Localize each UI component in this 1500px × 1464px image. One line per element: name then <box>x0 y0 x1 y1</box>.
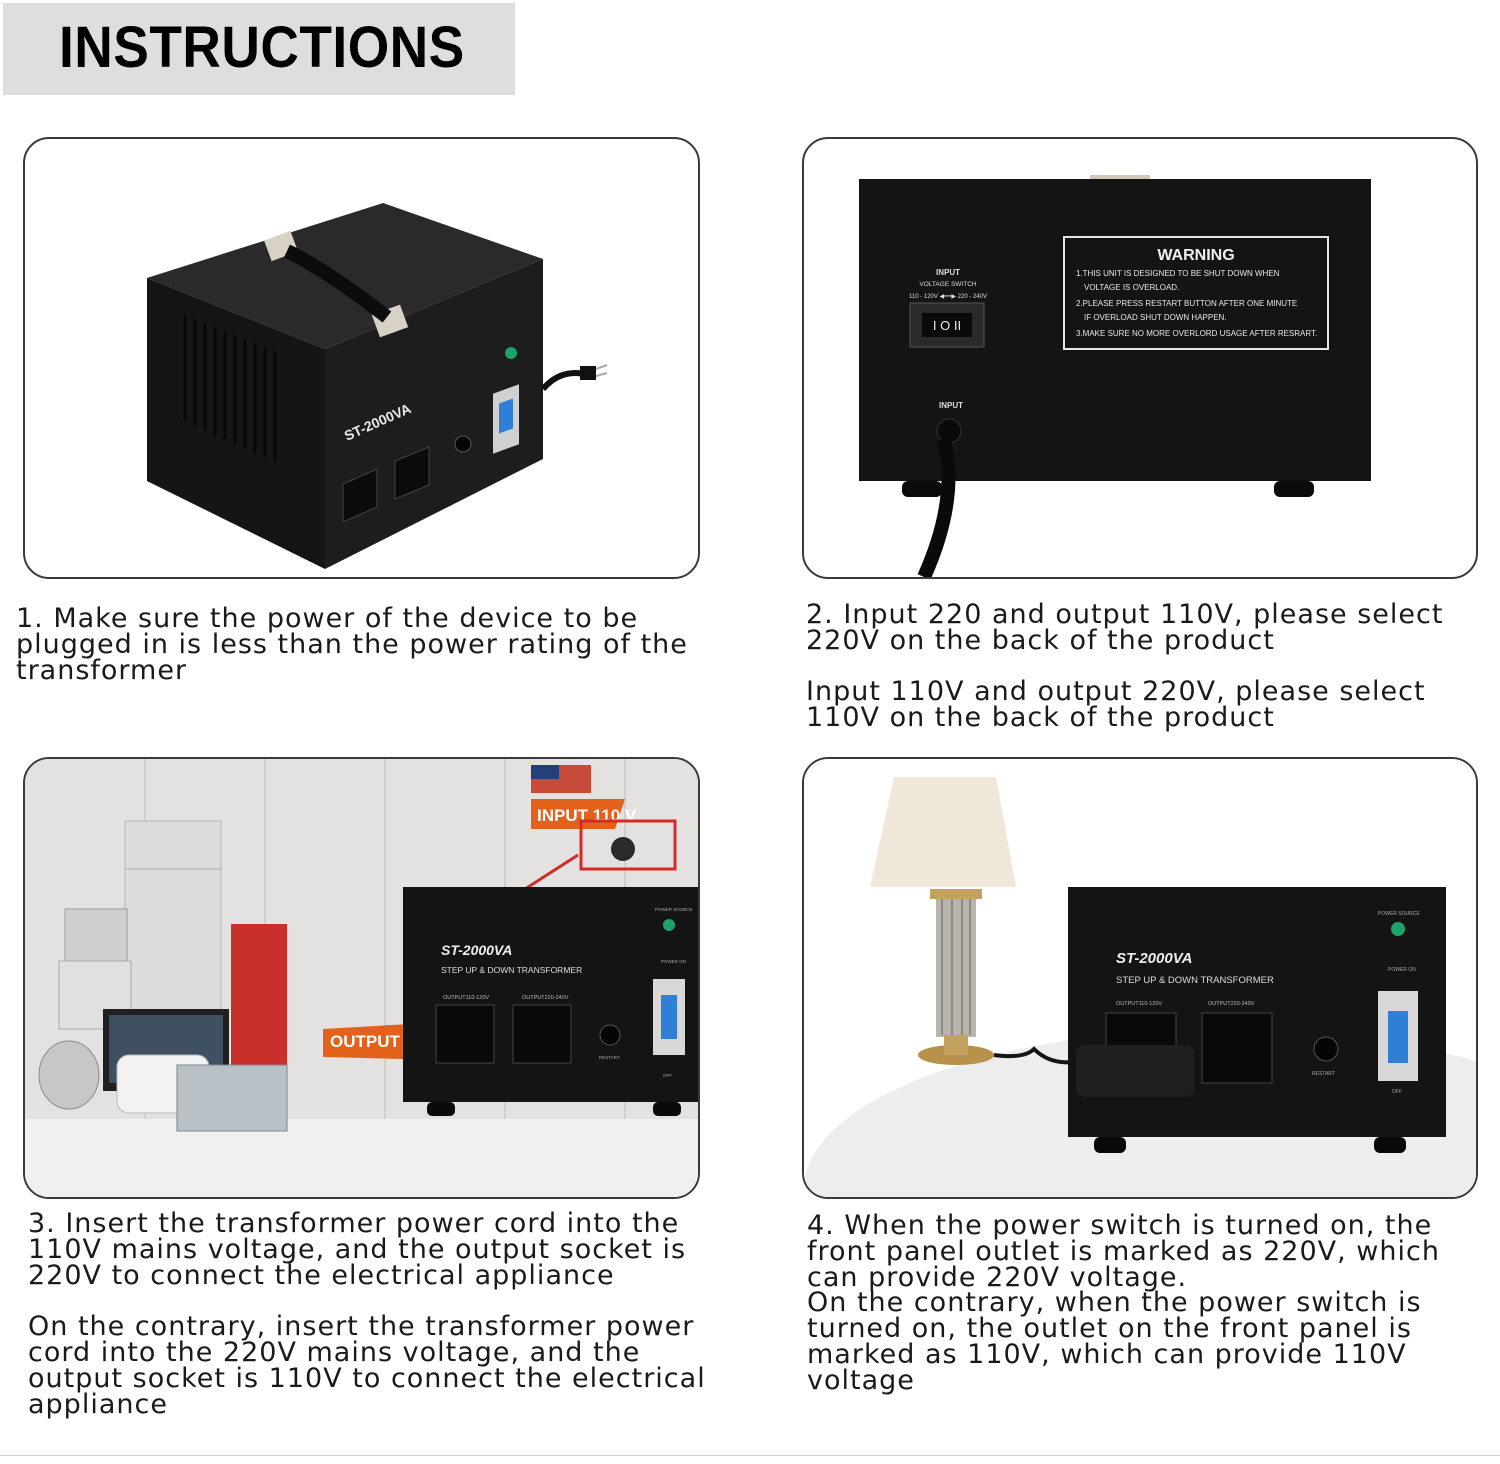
step-1-text: 1. Make sure the power of the device to … <box>16 603 688 686</box>
scene3-off: OFF <box>663 1073 672 1078</box>
lamp-scene-illustration: ST-2000VA STEP UP & DOWN TRANSFORMER OUT… <box>804 759 1476 1197</box>
panel-transformer-front: ST-2000VA <box>23 137 700 579</box>
warning-line-2: VOLTAGE IS OVERLOAD. <box>1084 283 1179 292</box>
scene3-power-source: POWER SOURCE <box>655 907 693 912</box>
panel-lamp-scene: ST-2000VA STEP UP & DOWN TRANSFORMER OUT… <box>802 757 1478 1199</box>
header-bar: INSTRUCTIONS <box>3 3 515 95</box>
voltage-switch-range: 110 - 120V ◀━━▶ 220 - 240V <box>909 294 987 300</box>
scene4-output-low: OUTPUT110-120V <box>1116 1001 1162 1007</box>
panel-appliance-scene: INPUT 110 V OUTPUT 220 ST-2000VA STEP UP… <box>23 757 700 1199</box>
scene4-restart: RESTART <box>1312 1071 1335 1077</box>
warning-line-3: 2.PLEASE PRESS RESTART BUTTON AFTER ONE … <box>1076 299 1297 308</box>
back-input-label: INPUT <box>936 268 960 277</box>
scene4-output-high: OUTPUT220-240V <box>1208 1001 1255 1007</box>
panel-transformer-back: INPUT VOLTAGE SWITCH 110 - 120V ◀━━▶ 220… <box>802 137 1478 579</box>
warning-line-5: 3.MAKE SURE NO MORE OVERLORD USAGE AFTER… <box>1076 329 1317 338</box>
scene4-off: OFF <box>1392 1089 1402 1095</box>
scene4-power-on: POWER ON <box>1388 967 1416 973</box>
scene4-model-label: ST-2000VA <box>1116 950 1192 967</box>
step-3-text: 3. Insert the transformer power cord int… <box>28 1208 687 1291</box>
warning-title: WARNING <box>1157 247 1234 264</box>
step-4-alt-text: On the contrary, when the power switch i… <box>807 1287 1422 1396</box>
back-panel-illustration: INPUT VOLTAGE SWITCH 110 - 120V ◀━━▶ 220… <box>859 175 1371 577</box>
voltage-switch-label: VOLTAGE SWITCH <box>919 281 976 288</box>
step-3-alt-text: On the contrary, insert the transformer … <box>28 1311 706 1420</box>
scene3-model-label: ST-2000VA <box>441 942 512 958</box>
scene3-output-low: OUTPUT110-120V <box>443 995 489 1001</box>
cord-input-label: INPUT <box>939 401 963 410</box>
step-4-text: 4. When the power switch is turned on, t… <box>807 1210 1440 1293</box>
appliance-scene-illustration: INPUT 110 V OUTPUT 220 ST-2000VA STEP UP… <box>25 759 698 1197</box>
step-2-text: 2. Input 220 and output 110V, please sel… <box>806 599 1444 656</box>
svg-text:I O II: I O II <box>933 318 961 333</box>
scene4-subtitle-label: STEP UP & DOWN TRANSFORMER <box>1116 975 1274 986</box>
scene3-output-high: OUTPUT220-240V <box>522 995 569 1001</box>
warning-line-1: 1.THIS UNIT IS DESIGNED TO BE SHUT DOWN … <box>1076 269 1280 278</box>
scene3-subtitle-label: STEP UP & DOWN TRANSFORMER <box>441 965 582 975</box>
voltage-switch[interactable] <box>922 313 972 337</box>
warning-line-4: IF OVERLOAD SHUT DOWN HAPPEN. <box>1084 313 1227 322</box>
scene4-power-source: POWER SOURCE <box>1378 911 1420 917</box>
scene3-restart: RESTART <box>599 1055 620 1060</box>
page-title: INSTRUCTIONS <box>59 15 465 80</box>
step-2-alt-text: Input 110V and output 220V, please selec… <box>806 676 1426 733</box>
footer-divider <box>0 1455 1500 1456</box>
transformer-illustration: ST-2000VA <box>147 203 608 569</box>
scene3-power-on: POWER ON <box>661 959 686 964</box>
